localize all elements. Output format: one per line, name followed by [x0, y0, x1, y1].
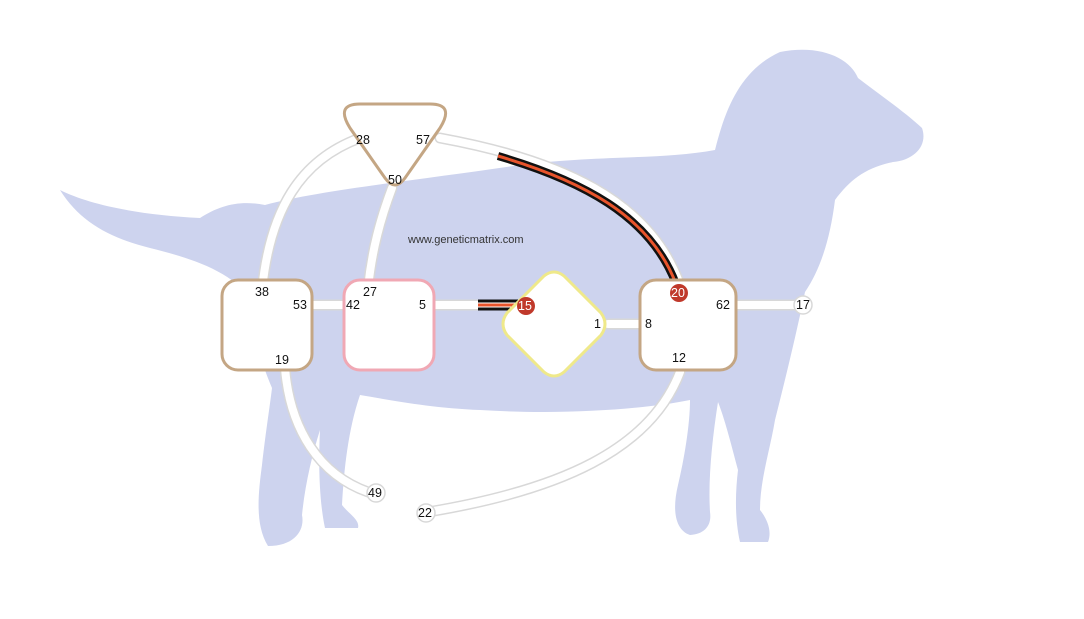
hanging-gate-20-badge[interactable]: [670, 284, 688, 302]
gate-8: 8: [645, 317, 652, 331]
gate-5: 5: [419, 298, 426, 312]
gate-19: 19: [275, 353, 289, 367]
open-gate-22-marker[interactable]: [416, 503, 436, 523]
gate-53: 53: [293, 298, 307, 312]
gate-17: 17: [796, 298, 810, 312]
gate-20: 20: [671, 286, 685, 300]
dog-silhouette: [60, 49, 924, 547]
gate-15: 15: [518, 299, 532, 313]
triangle-center[interactable]: [342, 102, 448, 187]
gate-62: 62: [716, 298, 730, 312]
gate-57: 57: [416, 133, 430, 147]
gate-1: 1: [594, 317, 601, 331]
open-gate-17-marker[interactable]: [793, 295, 813, 315]
gate-12: 12: [672, 351, 686, 365]
hanging-gate-15-badge[interactable]: [517, 297, 535, 315]
gate-50: 50: [388, 173, 402, 187]
gate-42: 42: [346, 298, 360, 312]
right-square-center[interactable]: [638, 278, 738, 372]
gate-22: 22: [418, 506, 432, 520]
gate-38: 38: [255, 285, 269, 299]
gate-28: 28: [356, 133, 370, 147]
open-gate-49-marker[interactable]: [366, 483, 386, 503]
hanging-gate-20-line: [496, 152, 680, 286]
left-square-center[interactable]: [220, 278, 314, 372]
gate-49: 49: [368, 486, 382, 500]
pink-square-center[interactable]: [342, 278, 436, 372]
gate-27: 27: [363, 285, 377, 299]
watermark-text[interactable]: www.geneticmatrix.com: [408, 234, 524, 246]
